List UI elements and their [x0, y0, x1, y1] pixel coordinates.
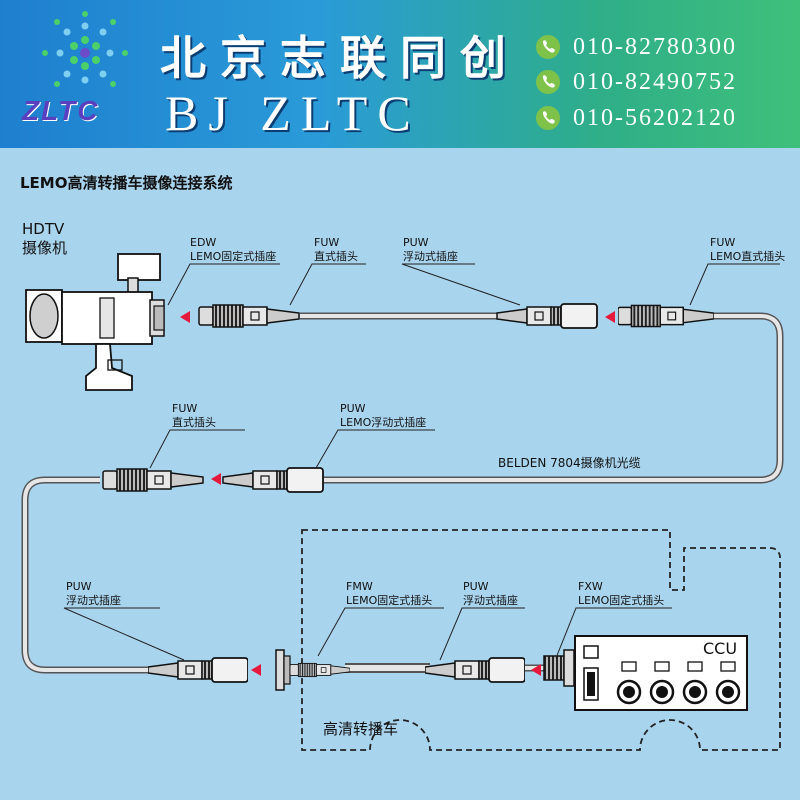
- header-banner: ZLTC 北京志联同创 BJ ZLTC 010-82780300 010-824…: [0, 0, 800, 148]
- connection-arrows: [180, 311, 615, 676]
- connector-fuw-plug-3: [102, 468, 204, 492]
- phone-number-3[interactable]: 010-56202120: [573, 104, 737, 131]
- label-puw1-code: PUW: [403, 236, 429, 249]
- camera-label-line2: 摄像机: [22, 239, 68, 257]
- label-fuw3-desc: 直式插头: [172, 416, 216, 429]
- phone-number-1[interactable]: 010-82780300: [573, 33, 737, 60]
- label-edw-desc: LEMO固定式插座: [190, 250, 277, 263]
- label-puw3-code: PUW: [66, 580, 92, 593]
- cable-label: BELDEN 7804摄像机光缆: [498, 456, 641, 470]
- label-fuw2-code: FUW: [710, 236, 736, 249]
- phone-icon: [536, 35, 560, 59]
- label-fuw1-code: FUW: [314, 236, 340, 249]
- truck-outline: [301, 529, 781, 751]
- label-puw4-desc: 浮动式插座: [463, 594, 518, 607]
- logo-icon: [42, 11, 128, 87]
- phone-row-1: 010-82780300: [535, 32, 737, 62]
- arrow-icon: [605, 311, 615, 323]
- connector-puw-socket-2: [222, 467, 324, 493]
- label-fuw2-desc: LEMO直式插头: [710, 250, 786, 263]
- label-fxw-code: FXW: [578, 580, 603, 593]
- connector-puw-socket-4: [425, 657, 525, 683]
- label-puw4-code: PUW: [463, 580, 489, 593]
- logo-text: ZLTC: [22, 95, 100, 126]
- label-fuw3-code: FUW: [172, 402, 198, 415]
- ccu-unit: [574, 635, 748, 711]
- arrow-icon: [211, 473, 221, 485]
- phone-number-2[interactable]: 010-82490752: [573, 68, 737, 95]
- label-fmw-desc: LEMO固定式插头: [346, 594, 433, 607]
- label-puw2-desc: LEMO浮动式插座: [340, 416, 427, 429]
- hdtv-camera-icon: [25, 253, 165, 391]
- brand-name-chinese: 北京志联同创: [160, 31, 520, 85]
- arrow-icon: [251, 664, 261, 676]
- label-puw2-code: PUW: [340, 402, 366, 415]
- page-title: LEMO高清转播车摄像连接系统: [20, 174, 233, 192]
- camera-label-line1: HDTV: [22, 220, 65, 238]
- connector-fuw-camera-plug: [198, 304, 300, 328]
- connector-fxw-plug: [543, 649, 575, 687]
- label-fmw-code: FMW: [346, 580, 373, 593]
- label-edw-code: EDW: [190, 236, 217, 249]
- cable-route: [21, 312, 784, 674]
- connector-puw-socket-3: [148, 657, 248, 683]
- label-puw3-desc: 浮动式插座: [66, 594, 121, 607]
- label-leaders: [63, 263, 780, 661]
- connector-fuw-plug-2: [618, 304, 714, 328]
- arrow-icon: [531, 664, 541, 676]
- phone-row-3: 010-56202120: [535, 103, 737, 133]
- connector-puw-socket-1: [496, 303, 598, 329]
- ccu-label: CCU: [703, 639, 738, 658]
- label-fxw-desc: LEMO固定式插头: [578, 594, 665, 607]
- phone-icon: [536, 106, 560, 130]
- brand-name-english: BJ ZLTC: [165, 85, 421, 141]
- label-puw1-desc: 浮动式插座: [403, 250, 458, 263]
- arrow-icon: [180, 311, 190, 323]
- truck-label: 高清转播车: [323, 720, 399, 738]
- phone-icon: [536, 70, 560, 94]
- connector-fmw-panel-plug: [275, 649, 350, 691]
- phone-row-2: 010-82490752: [535, 67, 737, 97]
- label-fuw1-desc: 直式插头: [314, 250, 358, 263]
